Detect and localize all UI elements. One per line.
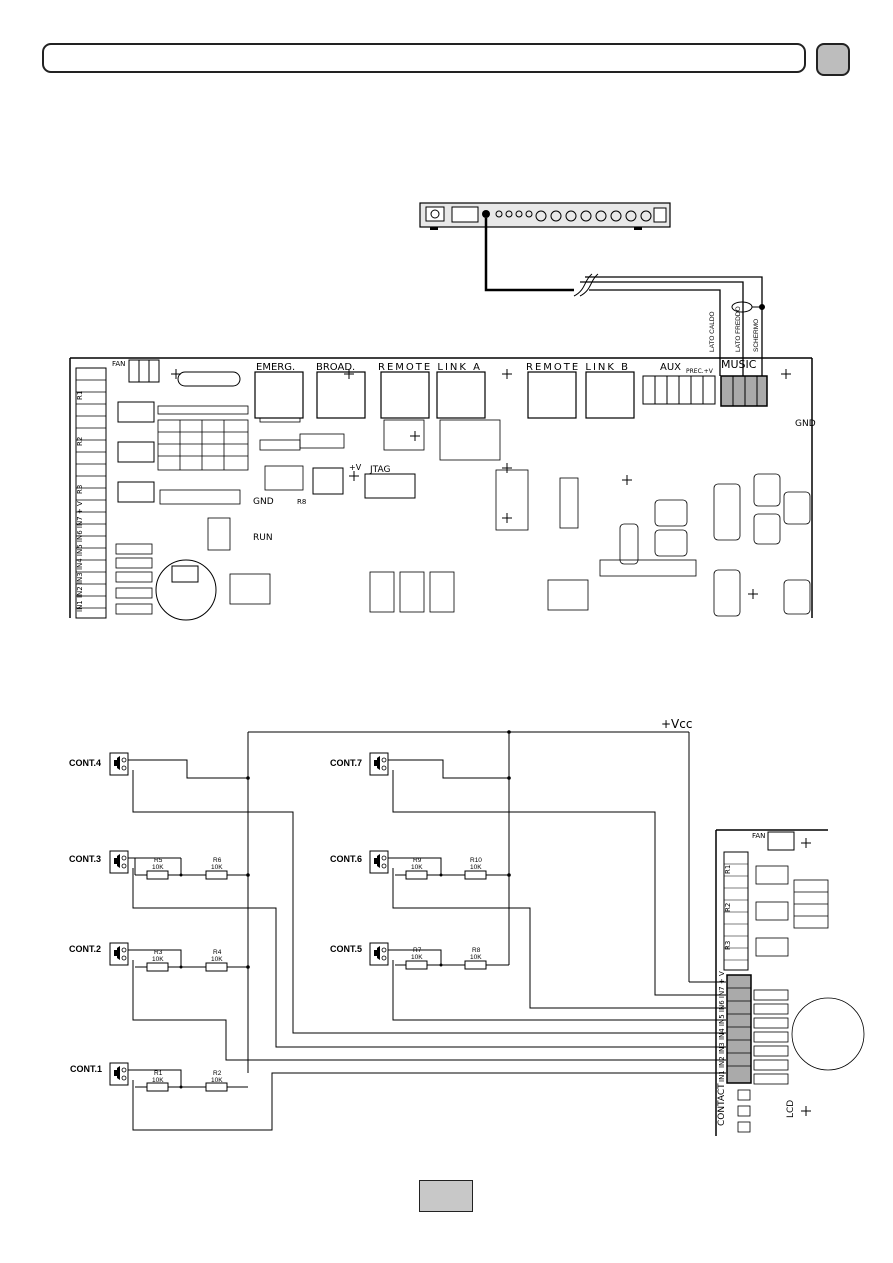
cont6-label: CONT.6: [330, 854, 362, 864]
board-inputs-label-bottom: IN1 IN2 IN3 IN4 IN5 IN6 IN7 + V: [718, 971, 726, 1082]
board-jtag-label: JTAG: [369, 465, 390, 475]
board-run-label: RUN: [253, 533, 273, 543]
r10-name: R10: [470, 857, 482, 864]
header-tab: [816, 43, 850, 76]
r6-value: 10K: [211, 864, 223, 871]
r2-value: 10K: [211, 1077, 223, 1084]
r4-value: 10K: [211, 956, 223, 963]
board-r2-label-bottom: R2: [724, 903, 732, 912]
pcb-board-bottom: FAN R1 R2 R3 IN1 IN2 IN3 IN4 IN5 IN6 IN7…: [715, 829, 865, 1136]
board-broad-label: BROAD.: [316, 362, 355, 373]
board-r1-label-top: R1: [76, 391, 84, 400]
r8-value: 10K: [470, 954, 482, 961]
board-gnd-right-label: GND: [795, 419, 816, 429]
device-connectors: [482, 207, 667, 223]
r5-value: 10K: [152, 864, 164, 871]
board-contact-label: CONTACT: [717, 1083, 727, 1126]
resistors: [146, 870, 487, 1092]
r9-name: R9: [413, 857, 422, 864]
board-r3-label-bottom: R3: [724, 941, 732, 950]
music-cable: [484, 218, 765, 376]
board-r8-label: R8: [297, 498, 306, 506]
vcc-label: +Vcc: [661, 717, 692, 731]
r3-name: R3: [154, 949, 163, 956]
r7-value: 10K: [411, 954, 423, 961]
board-prec-label: PREC.+V: [686, 368, 714, 375]
r8-name: R8: [472, 947, 481, 954]
cont2-label: CONT.2: [69, 944, 101, 954]
r3-value: 10K: [152, 956, 164, 963]
cable-label-cold: LATO FREDDO: [735, 306, 742, 352]
r6-name: R6: [213, 857, 222, 864]
cont1-label: CONT.1: [70, 1064, 102, 1074]
r1-name: R1: [154, 1070, 163, 1077]
r4-name: R4: [213, 949, 222, 956]
rj45-connectors: [254, 371, 635, 419]
pcb-board-top: IN1 IN2 IN3 IN4 IN5 IN6 IN7 + V R1 R2 R3…: [69, 357, 816, 621]
cont5-label: CONT.5: [330, 944, 362, 954]
cable-label-shield: SCHERMO: [753, 319, 760, 352]
board-remote-b-label: REMOTE LINK B: [526, 362, 630, 373]
board-fan-label-top: FAN: [112, 360, 125, 368]
page-number-box: [419, 1180, 473, 1212]
board-gnd-label: GND: [253, 497, 274, 507]
r2-name: R2: [213, 1070, 222, 1077]
board-emerg-label: EMERG.: [256, 362, 295, 373]
contact-wiring: [128, 731, 726, 1131]
junction-dots: [179, 730, 511, 1089]
r1-value: 10K: [152, 1077, 164, 1084]
r5-name: R5: [154, 857, 163, 864]
contact-terminal: [726, 974, 752, 1084]
contact-switches: [109, 752, 389, 1086]
board-plusv-label: +V: [349, 463, 362, 472]
cont3-label: CONT.3: [69, 854, 101, 864]
board-aux-label: AUX: [660, 362, 681, 373]
r9-value: 10K: [411, 864, 423, 871]
board-r3-label-top: R3: [76, 485, 84, 494]
board-r2-label-top: R2: [76, 437, 84, 446]
board-lcd-label: LCD: [786, 1100, 796, 1118]
r10-value: 10K: [470, 864, 482, 871]
board-music-label: MUSIC: [721, 358, 757, 371]
r7-name: R7: [413, 947, 422, 954]
cont7-label: CONT.7: [330, 758, 362, 768]
board-remote-a-label: REMOTE LINK A: [378, 362, 482, 373]
cable-label-hot: LATO CALDO: [709, 311, 716, 352]
board-inputs-label-top: IN1 IN2 IN3 IN4 IN5 IN6 IN7 + V: [76, 501, 84, 612]
header-bar: [42, 43, 806, 73]
board-fan-label-bottom: FAN: [752, 832, 765, 840]
device-unit: [419, 202, 671, 230]
board-r1-label-bottom: R1: [724, 865, 732, 874]
music-terminal: [720, 375, 768, 407]
cont4-label: CONT.4: [69, 758, 101, 768]
